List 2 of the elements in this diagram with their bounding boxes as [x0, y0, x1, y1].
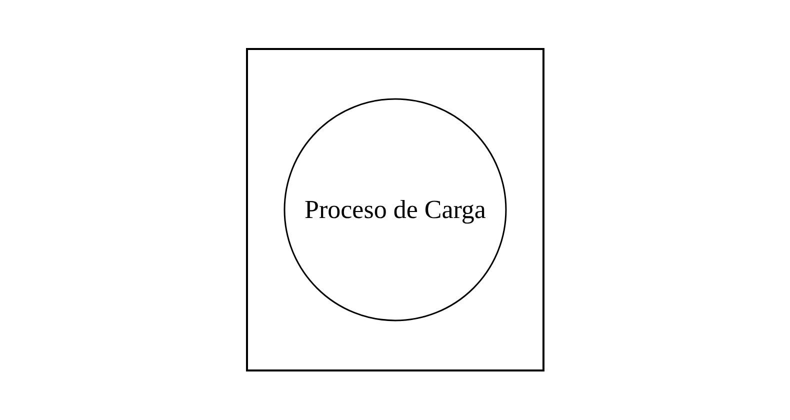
node-circle: Proceso de Carga — [284, 98, 506, 322]
cluster — [246, 48, 544, 372]
